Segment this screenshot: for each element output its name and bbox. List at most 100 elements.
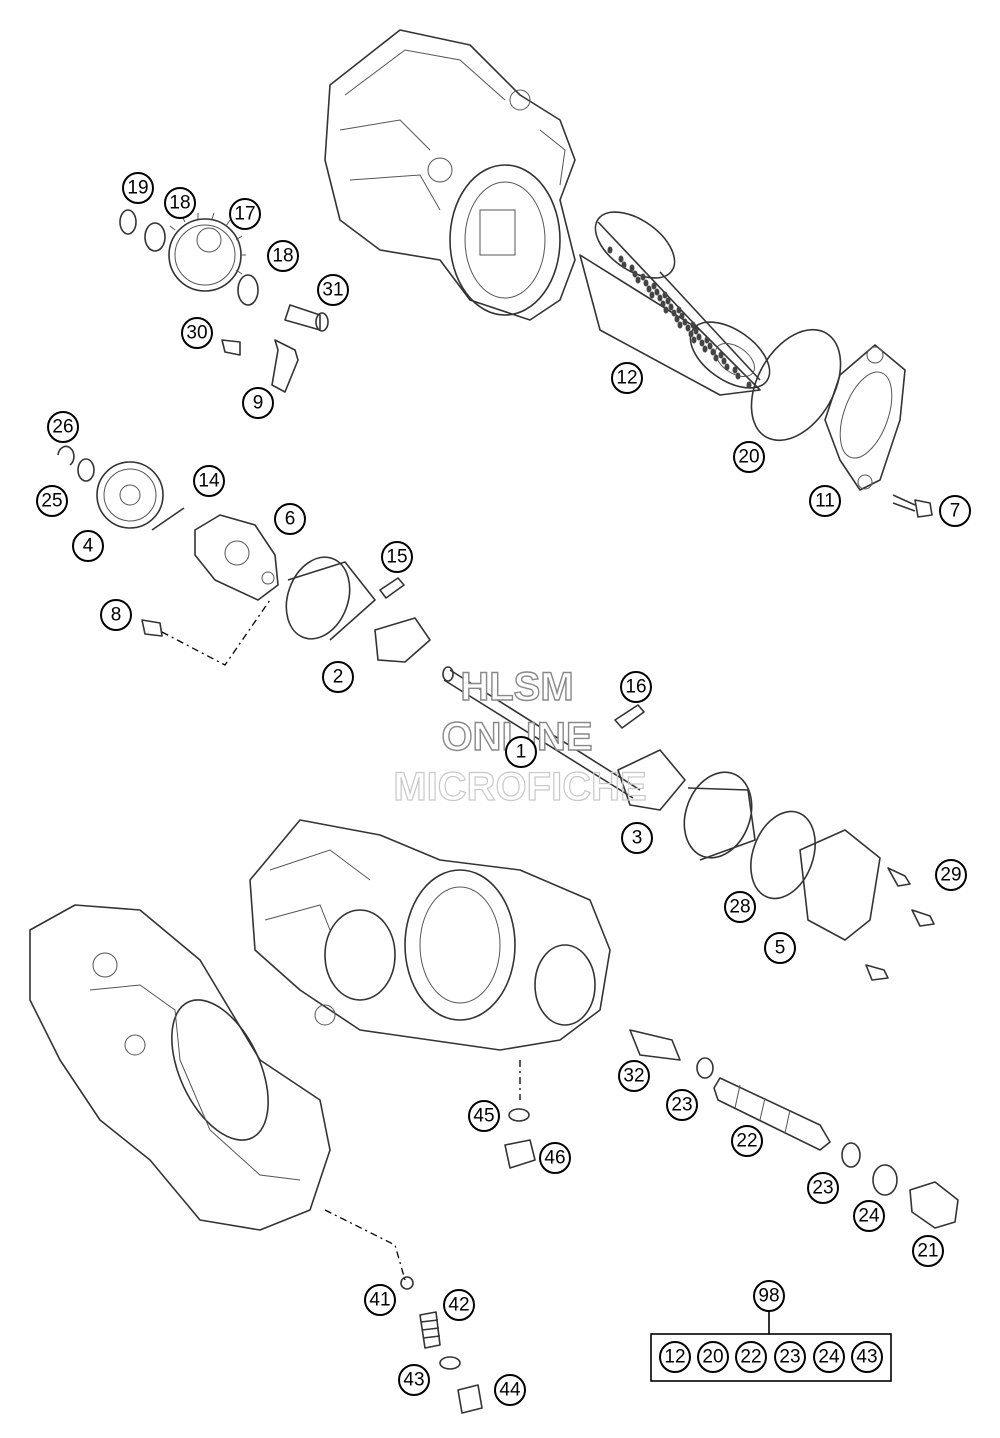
svg-text:20: 20: [702, 1347, 723, 1368]
svg-text:24: 24: [858, 1206, 880, 1227]
callout-31: 31: [317, 274, 349, 306]
svg-text:41: 41: [369, 1290, 390, 1311]
svg-text:12: 12: [664, 1347, 685, 1368]
pin-30-drawing: [221, 339, 241, 356]
cover-5-drawing: [799, 829, 881, 941]
svg-text:29: 29: [940, 865, 961, 886]
filter-hole: [651, 282, 657, 290]
circlip-26-drawing: [57, 445, 75, 466]
filter-hole: [629, 264, 635, 272]
svg-text:12: 12: [616, 368, 637, 389]
gear-4-drawing: [96, 461, 164, 529]
svg-text:24: 24: [818, 1347, 840, 1368]
filter-holes: [607, 246, 752, 389]
svg-text:21: 21: [917, 1241, 938, 1262]
callout-23: 23: [666, 1089, 698, 1121]
svg-text:19: 19: [127, 178, 148, 199]
callout-29: 29: [935, 859, 967, 891]
filter-hole: [746, 381, 752, 389]
callout-23: 23: [807, 1172, 839, 1204]
screws-29-drawing: [865, 867, 935, 981]
svg-text:11: 11: [815, 491, 835, 512]
callout-24: 24: [853, 1200, 885, 1232]
filter-hole: [702, 345, 708, 353]
filter-hole: [665, 297, 671, 305]
filter-hole: [679, 312, 685, 320]
filter-hole: [677, 321, 683, 329]
washer-25-drawing: [77, 458, 95, 482]
callout-45: 45: [468, 1100, 500, 1132]
svg-text:17: 17: [234, 204, 255, 225]
svg-text:15: 15: [386, 547, 407, 568]
kit-item-22: 22: [735, 1341, 767, 1373]
callout-8: 8: [100, 599, 132, 631]
svg-text:45: 45: [473, 1106, 494, 1127]
kit-item-20: 20: [697, 1341, 729, 1373]
callout-44: 44: [494, 1374, 526, 1406]
filter-hole: [704, 336, 710, 344]
svg-text:5: 5: [775, 938, 786, 959]
callout-18: 18: [267, 240, 299, 272]
svg-text:3: 3: [632, 828, 643, 849]
svg-text:42: 42: [448, 1295, 469, 1316]
kit-item-12: 12: [659, 1341, 691, 1373]
filter-hole: [674, 315, 680, 323]
svg-text:22: 22: [740, 1347, 761, 1368]
svg-text:4: 4: [83, 536, 94, 557]
filter-hole: [688, 330, 694, 338]
shaft-1-drawing: [442, 666, 641, 799]
svg-text:43: 43: [856, 1347, 877, 1368]
svg-text:16: 16: [625, 677, 646, 698]
filter-hole: [721, 357, 727, 365]
filter-hole: [668, 303, 674, 311]
gear-17-drawing: [168, 212, 246, 292]
svg-text:9: 9: [253, 393, 264, 414]
svg-text:32: 32: [623, 1066, 644, 1087]
svg-text:44: 44: [499, 1380, 521, 1401]
filter-hole: [732, 366, 738, 374]
filter-hole: [676, 306, 682, 314]
callout-1: 1: [505, 736, 537, 768]
svg-text:31: 31: [322, 280, 343, 301]
filter-hole: [635, 276, 641, 284]
callout-17: 17: [229, 198, 261, 230]
kit-item-24: 24: [813, 1341, 845, 1373]
filter-hole: [693, 327, 699, 335]
callout-26: 26: [47, 411, 79, 443]
svg-text:25: 25: [41, 491, 62, 512]
svg-text:6: 6: [285, 509, 296, 530]
kit-98-group: 98 12 20 22 23 24 43: [650, 1280, 892, 1382]
svg-text:23: 23: [779, 1347, 800, 1368]
rotor-3-drawing: [617, 749, 756, 861]
callout-16: 16: [620, 671, 652, 703]
filter-hole: [654, 288, 660, 296]
o-ring-23a-drawing: [696, 1057, 714, 1079]
sleeve-32-drawing: [629, 1029, 681, 1061]
pump-cover-6-drawing: [194, 514, 279, 601]
kit-item-43: 43: [851, 1341, 883, 1373]
svg-text:98: 98: [758, 1286, 779, 1307]
filter-hole: [691, 336, 697, 344]
filter-hole: [649, 291, 655, 299]
filter-hole: [671, 309, 677, 317]
callout-layer: 19 18 17 18 31 30 9 12 20 11 7 26 14 25 …: [36, 172, 971, 1406]
callout-14: 14: [193, 465, 225, 497]
filter-hole: [724, 363, 730, 371]
pin-14-drawing: [151, 507, 185, 531]
callout-9: 9: [242, 387, 274, 419]
o-ring-20-drawing: [750, 328, 842, 442]
callout-2: 2: [322, 661, 354, 693]
o-ring-28-drawing: [750, 810, 816, 900]
o-ring-24-drawing: [872, 1164, 898, 1196]
callout-43: 43: [398, 1364, 430, 1396]
callout-19: 19: [122, 172, 154, 204]
callout-98: 98: [753, 1280, 785, 1312]
watermark-line3: MICROFICHE: [393, 765, 646, 809]
callout-18: 18: [164, 187, 196, 219]
filter-hole: [699, 339, 705, 347]
washer-18a-drawing: [144, 222, 166, 252]
pin-15-drawing: [379, 577, 405, 599]
callout-7: 7: [939, 495, 971, 527]
filter-hole: [662, 291, 668, 299]
